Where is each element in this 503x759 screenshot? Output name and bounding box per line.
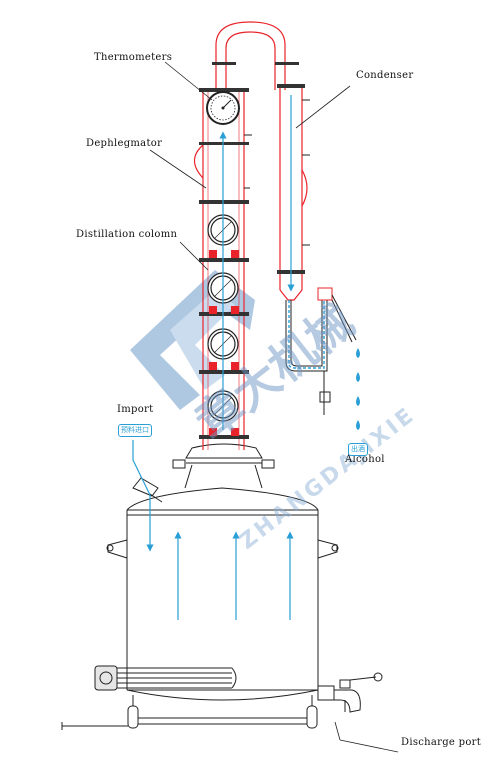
distillation-column [193, 21, 308, 450]
column-flanges [199, 62, 305, 439]
label-dephlegmator: Dephlegmator [86, 138, 163, 149]
label-thermometers: Thermometers [94, 52, 173, 63]
side-ports [244, 99, 310, 246]
label-discharge-port: Discharge port [401, 737, 482, 748]
flow-arrows [132, 95, 295, 620]
label-distillation-column: Distillation colomn [76, 229, 178, 240]
alcohol-outlet-pipe [285, 287, 357, 415]
heating-element-icon [94, 665, 237, 691]
alcohol-tag: 出酒 [348, 443, 368, 456]
leader-lines [149, 61, 399, 753]
discharge-valve-icon [317, 672, 383, 713]
label-import: Import [117, 404, 154, 415]
boiler-pot [61, 443, 339, 730]
import-tag: 预料进口 [118, 424, 152, 437]
thermometer-gauge-icon [206, 91, 240, 125]
label-condenser: Condenser [356, 70, 414, 81]
alcohol-drop-icon [356, 348, 360, 430]
label-alcohol: Alcohol [345, 454, 385, 465]
column-valves [209, 250, 239, 436]
